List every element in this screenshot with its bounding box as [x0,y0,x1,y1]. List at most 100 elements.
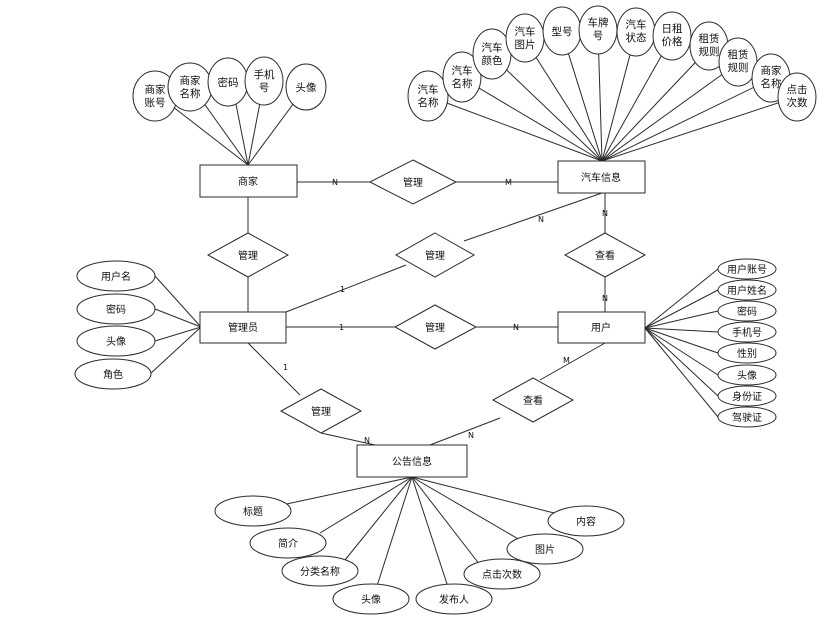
admin-car-line-right [463,192,603,242]
entity-merchant-label: 商家 [238,175,258,188]
merchant-attr: 商家 账号 [132,70,178,122]
car-attr-line2: 名称 [761,77,782,90]
car-attr-line1: 租赁 [728,48,749,61]
car-attr: 汽车 名称 [407,70,449,122]
car-attr-line2: 号 [593,30,604,42]
user-attr-line [644,327,719,418]
car-attr-line1: 汽车 [515,25,536,38]
admin-car-line-left [285,264,407,313]
entity-admin-label: 管理员 [228,321,258,334]
car-attr: 汽车 名称 [442,51,482,103]
rel-merchant-admin-label: 管理 [238,249,258,262]
card-car-user-top: N [602,209,608,218]
notice-attr: 点击次数 [463,558,541,590]
rel-admin-user: 管理 [393,304,478,350]
rel-user-notice-label: 查看 [523,394,543,407]
car-attr-line2: 名称 [452,77,473,90]
user-attr: 驾驶证 [717,406,777,428]
notice-attr-label: 内容 [576,515,596,528]
admin-attr-line [154,326,202,342]
admin-attr: 用户名 [76,260,156,292]
notice-attr-line [411,476,559,515]
user-attr-line [644,327,719,333]
car-attr-line [601,47,710,162]
merchant-attr-line1: 头像 [296,82,317,94]
notice-attr-label: 简介 [278,537,298,550]
rel-admin-car-label: 管理 [425,249,445,262]
user-attr-label: 头像 [737,370,757,382]
card-car-user-bottom: N [602,294,608,303]
merchant-attr-line2: 名称 [180,87,201,100]
notice-attr-line [319,476,413,534]
entity-user-label: 用户 [591,321,611,334]
car-attr-line [427,95,603,162]
entity-car-info-label: 汽车信息 [581,171,621,184]
car-attr: 租赁 规则 [689,21,729,71]
user-attr-label: 驾驶证 [732,411,762,424]
notice-attr-line [411,476,449,588]
car-attr: 汽车 图片 [505,13,545,63]
car-attr: 型号 [542,6,582,56]
rel-admin-user-label: 管理 [425,321,445,334]
user-attr-label: 性别 [737,347,757,360]
rel-car-user: 查看 [563,232,647,278]
car-attr-line [561,32,603,162]
entity-notice-label: 公告信息 [392,455,432,468]
car-attr-line1: 车牌 [588,16,609,29]
notice-attr: 内容 [547,505,625,537]
rel-user-notice: 查看 [491,377,575,423]
car-attr-line [601,96,797,162]
notice-attr: 简介 [249,527,327,559]
car-attr: 车牌 号 [578,5,618,55]
merchant-attr: 手机 号 [244,56,284,106]
notice-attr-label: 点击次数 [482,568,522,581]
admin-notice-line-top [247,342,301,396]
merchant-attr-line1: 手机 [254,68,275,81]
user-notice-line-top [539,342,606,381]
notice-attr: 分类名称 [281,555,359,587]
car-attr-line [461,77,603,162]
car-attr-line2: 颜色 [482,54,503,67]
car-attr-line [524,39,603,162]
user-attr-line [644,327,719,376]
rel-admin-notice: 管理 [279,388,363,434]
car-attr-line [491,55,603,162]
entity-user: 用户 [557,311,646,344]
card-admin-car-left: 1 [340,285,345,294]
user-attr-label: 手机号 [732,326,762,339]
user-attr-line [644,268,719,329]
rel-admin-notice-label: 管理 [311,405,331,418]
card-admin-user-left: 1 [339,323,344,332]
merchant-attr-line2: 号 [259,82,270,94]
admin-attr-label: 头像 [106,336,126,348]
user-attr-line [644,327,719,397]
entity-notice: 公告信息 [356,444,468,478]
card-admin-notice-top: 1 [283,363,288,372]
user-attr: 用户姓名 [717,279,777,301]
notice-attr: 图片 [506,533,584,565]
user-attr: 身份证 [717,385,777,407]
user-attr-line [644,289,719,329]
admin-attr-label: 用户名 [101,270,131,283]
entity-car-info: 汽车信息 [557,160,646,194]
car-attr: 日租 价格 [652,11,692,61]
notice-attr-line [281,476,413,506]
admin-attr-line [154,275,202,328]
notice-attr-label: 标题 [243,506,263,518]
car-attr-line2: 次数 [787,96,808,109]
notice-attr-label: 头像 [361,594,381,606]
admin-attr: 密码 [76,293,156,325]
notice-attr: 标题 [214,495,292,527]
user-attr-label: 用户账号 [727,263,767,276]
car-attr-line1: 汽车 [482,41,503,54]
user-attr-line [644,310,719,329]
card-user-notice-bottom: N [468,431,474,440]
merchant-attr-line1: 商家 [145,83,166,96]
admin-attr: 角色 [74,358,152,390]
car-attr: 汽车 颜色 [472,28,512,80]
rel-merchant-car: 管理 [368,159,458,205]
admin-attr-label: 密码 [106,303,126,316]
admin-attr-line [154,308,202,328]
